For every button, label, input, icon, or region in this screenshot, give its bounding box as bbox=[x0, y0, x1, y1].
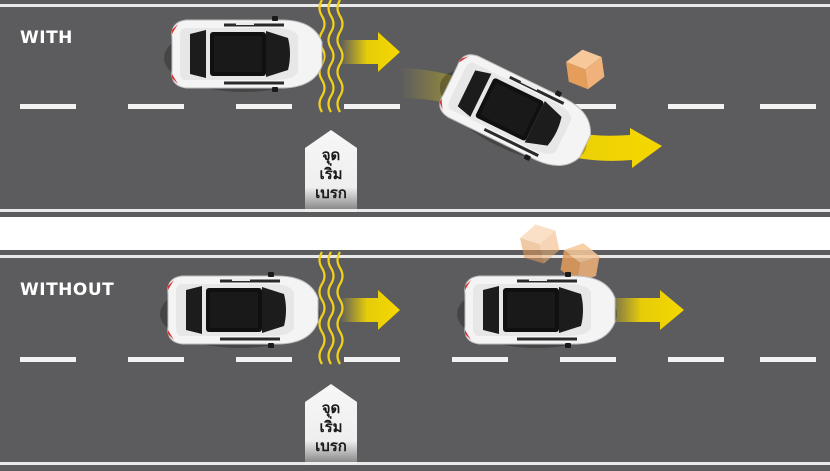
arrow-icon bbox=[606, 290, 684, 330]
brake-marker-line: เบรก bbox=[315, 184, 347, 202]
brake-marker-line: เริ่ม bbox=[319, 418, 343, 436]
car-icon bbox=[455, 270, 619, 350]
brake-marker-line: จุด bbox=[321, 399, 341, 417]
car-icon bbox=[158, 270, 322, 350]
brake-marker-top-shape bbox=[305, 130, 357, 212]
car-icon bbox=[162, 14, 326, 94]
brake-marker-top: จุด เริ่ม เบรก bbox=[306, 146, 356, 203]
lane-dashes-bottom bbox=[20, 357, 816, 362]
brake-marker-line: เริ่ม bbox=[319, 165, 343, 183]
arrow-icon bbox=[340, 290, 400, 330]
brake-marker-line: จุด bbox=[321, 146, 341, 164]
road-bottom bbox=[0, 250, 830, 471]
arrow-icon bbox=[340, 32, 400, 72]
panel-label-with: WITH bbox=[20, 28, 73, 48]
road-top bbox=[0, 0, 830, 217]
panel-label-without: WITHOUT bbox=[20, 280, 115, 300]
brake-marker-bottom: จุด เริ่ม เบรก bbox=[306, 399, 356, 456]
brake-marker-line: เบรก bbox=[315, 437, 347, 455]
brake-marker-bottom-shape bbox=[305, 384, 357, 465]
